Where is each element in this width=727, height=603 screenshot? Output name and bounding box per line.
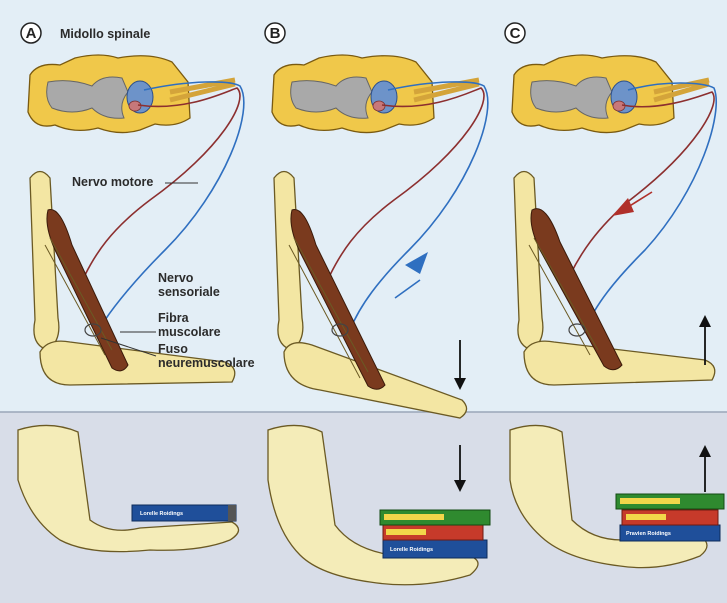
panel-b-letter: B <box>270 25 281 42</box>
spindle-label-2: neuremuscolare <box>158 356 255 370</box>
motor-nerve-label: Nervo motore <box>72 175 153 189</box>
spindle-label-1: Fuso <box>158 342 188 356</box>
book-c-3-label <box>620 498 680 504</box>
book-c-1-title: Pravien Roidings <box>626 531 671 537</box>
muscle-fiber-label-2: muscolare <box>158 325 221 339</box>
sensory-nerve-label-2: sensoriale <box>158 285 220 299</box>
spinal-cord-label: Midollo spinale <box>60 27 150 41</box>
book-a-1-spine <box>228 505 236 521</box>
panel-a-letter: A <box>26 25 37 42</box>
sensory-nerve-label-1: Nervo <box>158 271 194 285</box>
book-b-1-title: Lorelle Roidings <box>390 547 433 553</box>
panel-c-letter: C <box>510 25 521 42</box>
muscle-fiber-label-1: Fibra <box>158 311 190 325</box>
book-c-2-label <box>626 514 666 520</box>
book-b-3-label <box>384 514 444 520</box>
book-a-1-title: Lorelle Roidings <box>140 511 183 517</box>
book-b-2-label <box>386 529 426 535</box>
